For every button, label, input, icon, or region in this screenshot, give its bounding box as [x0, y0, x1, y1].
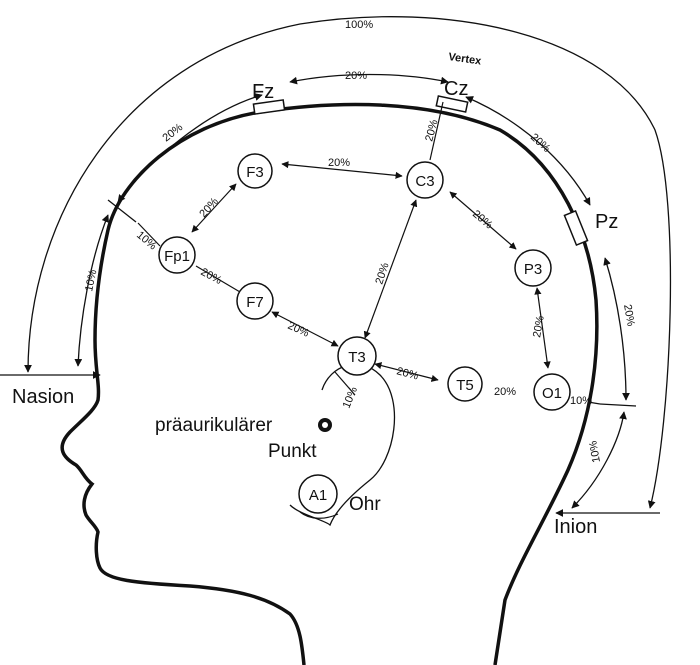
arc-nasion-fz — [117, 93, 263, 203]
pct-nasion-10: 10% — [83, 268, 99, 292]
label-ear: Ohr — [349, 494, 381, 515]
outer-arc-100 — [24, 16, 672, 509]
label-100-percent: 100% — [345, 19, 373, 31]
pct-t3-ear: 10% — [341, 385, 360, 410]
pct-inion-10: 10% — [587, 440, 603, 464]
pct-fp1-f3: 20% — [197, 195, 221, 220]
electrode-label-pz: Pz — [595, 211, 618, 233]
pct-fz-cz: 20% — [345, 70, 367, 82]
svg-text:F3: F3 — [246, 164, 264, 181]
electrode-t5: T5 — [447, 366, 483, 402]
svg-text:Fp1: Fp1 — [164, 248, 190, 265]
pct-o1-10: 10% — [570, 395, 592, 407]
svg-text:F7: F7 — [246, 294, 264, 311]
electrode-a1: A1 — [298, 474, 338, 514]
pct-f3-c3: 20% — [328, 157, 350, 169]
label-preauricular-line2: Punkt — [268, 441, 317, 462]
electrode-label-fz: Fz — [252, 81, 274, 103]
label-preauricular-line1: präaurikulärer — [155, 415, 273, 436]
cz-pad — [435, 95, 469, 113]
fz-pad — [252, 99, 286, 115]
pct-t3-t5: 20% — [395, 365, 420, 382]
svg-text:P3: P3 — [524, 261, 542, 278]
pct-t5-o1: 20% — [494, 386, 516, 398]
svg-text:C3: C3 — [415, 173, 434, 190]
label-vertex: Vertex — [448, 51, 483, 68]
pct-fz-c3: 20% — [423, 118, 440, 143]
arc-pz-inion — [603, 257, 630, 401]
label-nasion: Nasion — [12, 386, 74, 408]
pct-pz-inion: 20% — [621, 303, 637, 327]
head-outline — [60, 102, 599, 665]
electrode-p3: P3 — [514, 249, 552, 287]
electrode-c3: C3 — [406, 161, 444, 199]
pct-fp1-10: 10% — [134, 229, 159, 252]
electrode-f7: F7 — [236, 282, 274, 320]
arc-fz-cz — [289, 73, 449, 85]
pz-pad — [563, 209, 589, 247]
label-inion: Inion — [554, 516, 597, 538]
electrode-f3: F3 — [237, 153, 273, 189]
arc-inion-10 — [571, 411, 627, 509]
arc-cz-pz — [465, 96, 591, 206]
pct-f7-t3: 20% — [286, 320, 311, 340]
pct-fp1-f7: 20% — [199, 266, 224, 287]
electrode-t3: T3 — [337, 336, 377, 376]
svg-text:O1: O1 — [542, 385, 562, 402]
svg-text:A1: A1 — [309, 487, 327, 504]
electrode-fp1: Fp1 — [158, 236, 196, 274]
pct-p3-o1: 20% — [531, 315, 547, 339]
electrode-label-cz: Cz — [444, 78, 468, 100]
arc-nasion-10 — [74, 214, 110, 367]
svg-text:T3: T3 — [348, 349, 366, 366]
electrode-o1: O1 — [533, 373, 571, 411]
svg-text:T5: T5 — [456, 377, 474, 394]
